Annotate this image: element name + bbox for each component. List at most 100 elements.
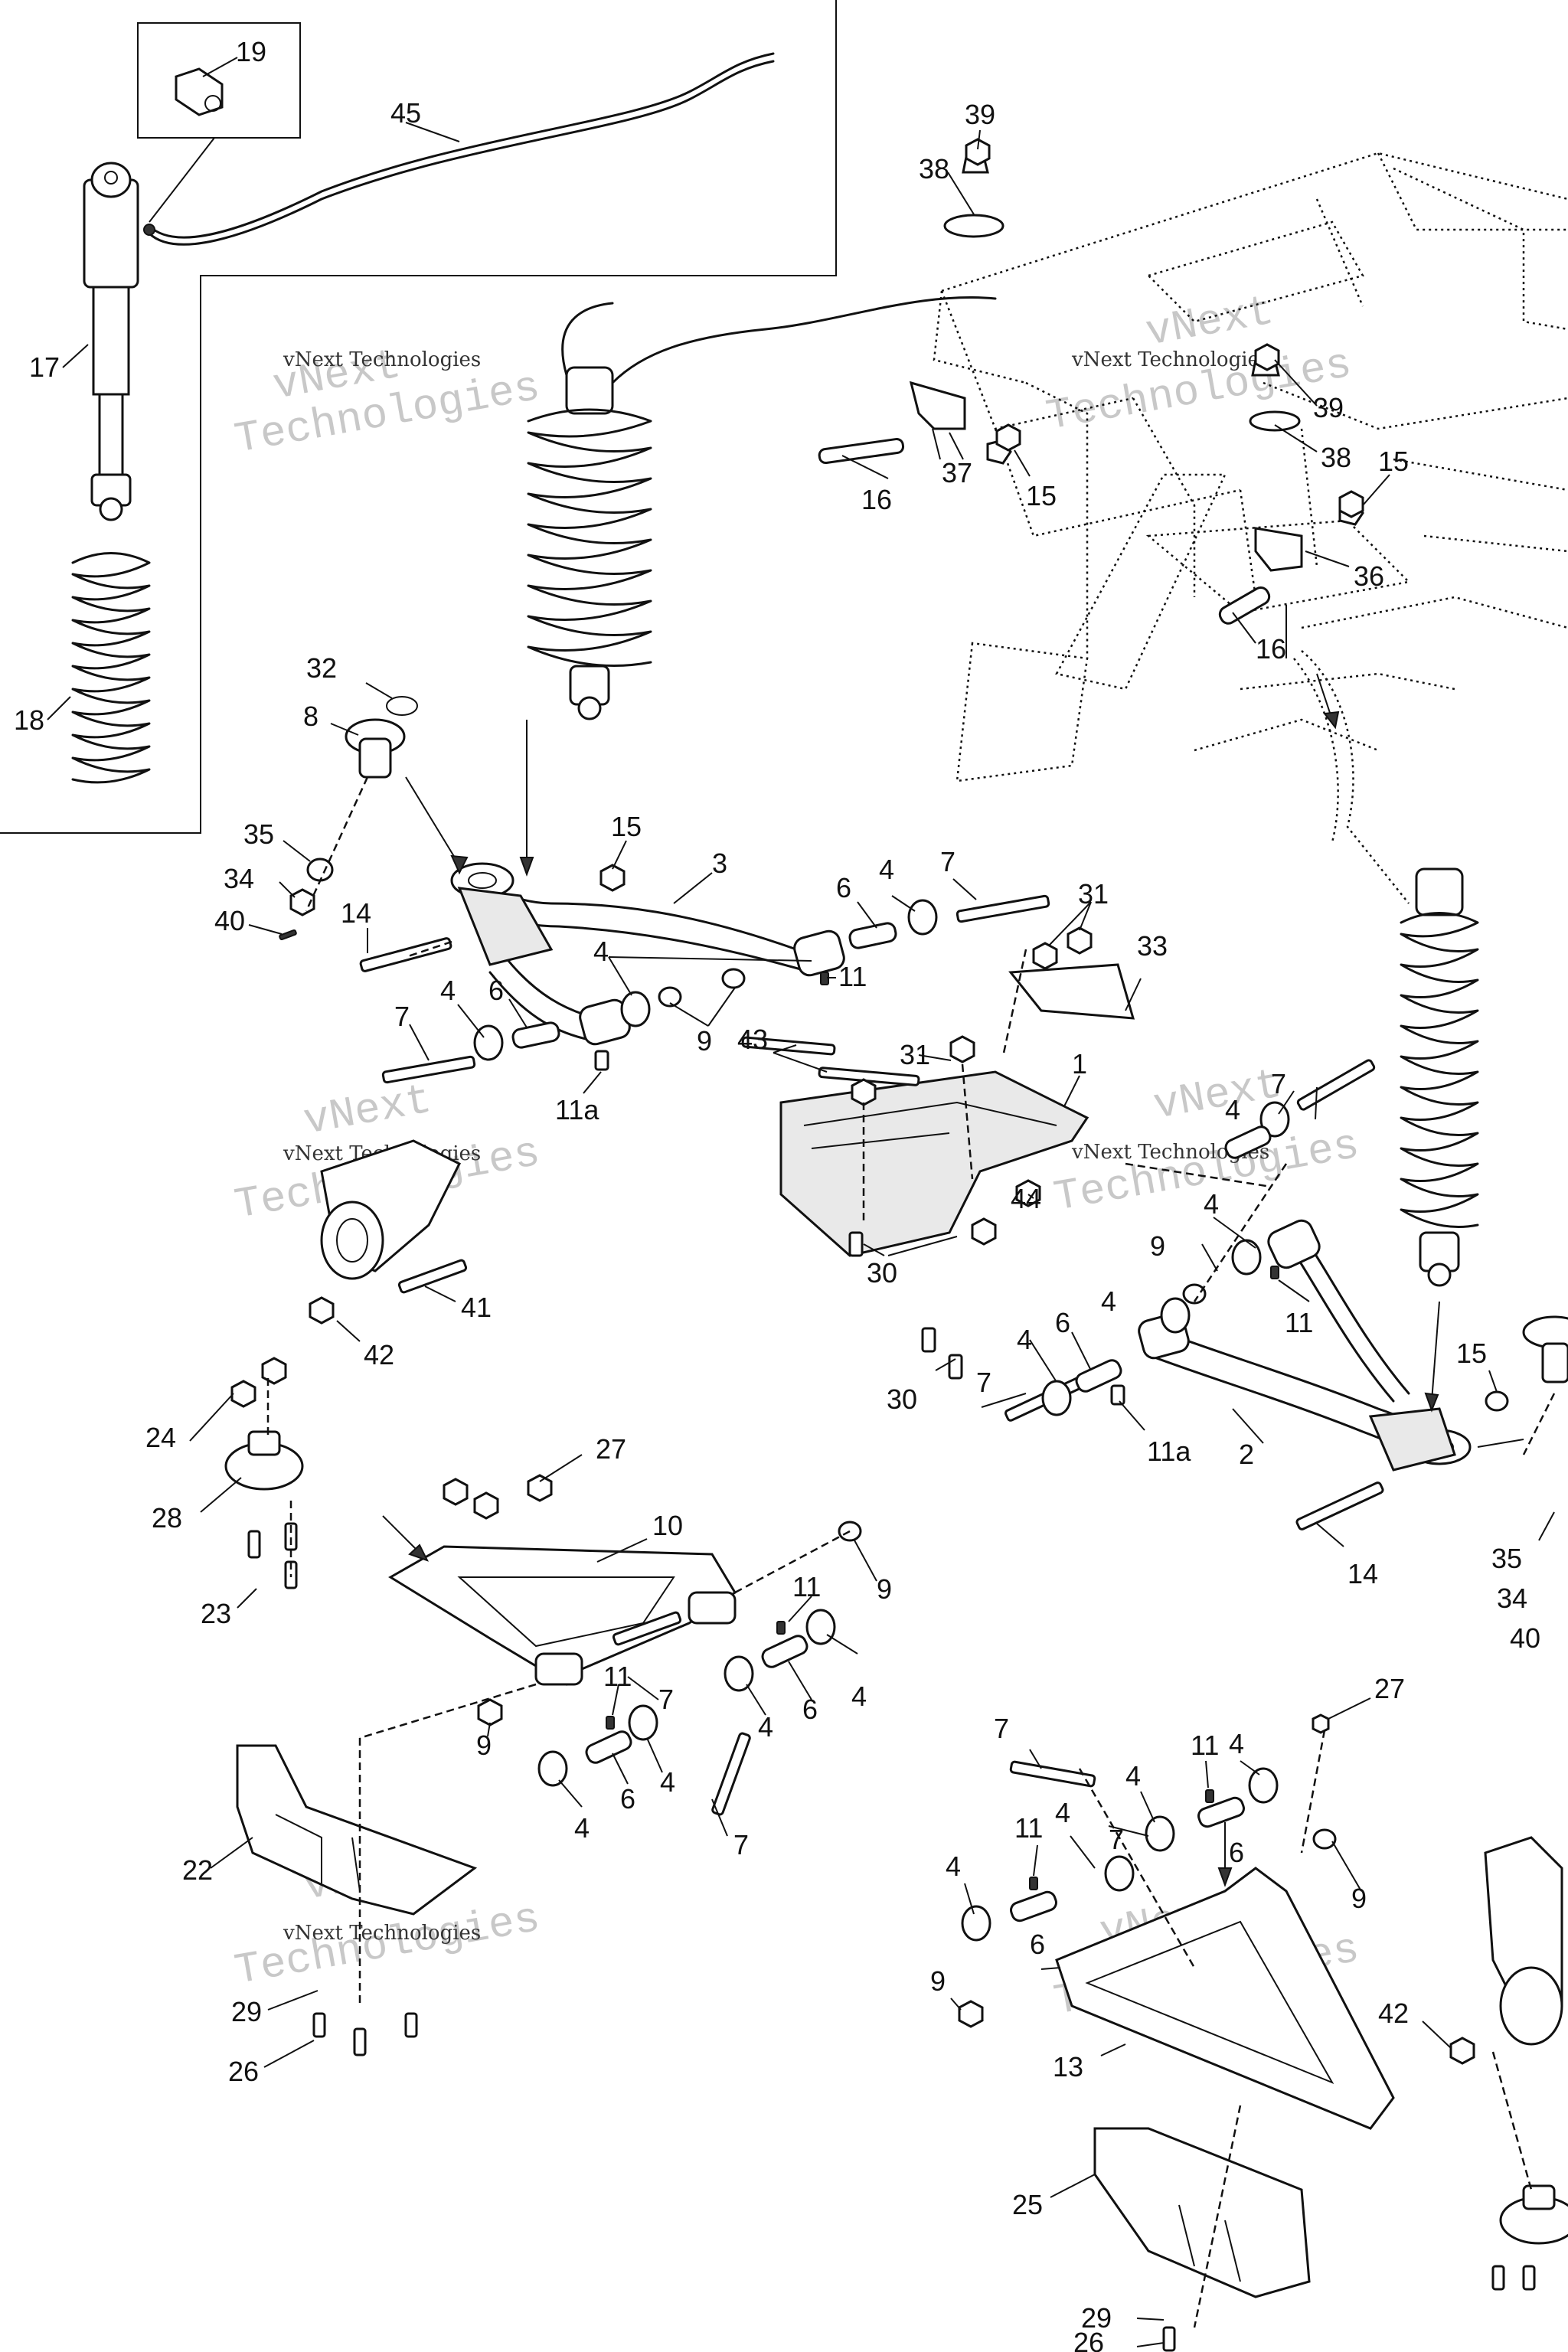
callout-15: 15 (611, 811, 642, 842)
ball-joint-far-right (1522, 1315, 1568, 1383)
callout-16: 16 (861, 484, 892, 515)
callout-42: 42 (1378, 1998, 1409, 2029)
callout-39: 39 (1313, 392, 1344, 423)
callout-17: 17 (29, 351, 60, 383)
callout-7: 7 (733, 1829, 749, 1860)
callout-25: 25 (1012, 2189, 1043, 2220)
callout-24: 24 (145, 1422, 176, 1453)
callout-15: 15 (1456, 1338, 1487, 1369)
callout-7: 7 (994, 1713, 1009, 1744)
callout-26: 26 (1073, 2327, 1104, 2352)
callout-6: 6 (1030, 1929, 1045, 1960)
reservoir-hose-detail (143, 52, 775, 246)
callout-45: 45 (390, 97, 421, 129)
shock-detail-inset (0, 0, 837, 834)
fitting-detail (175, 67, 224, 116)
callout-9: 9 (697, 1025, 712, 1057)
callout-6: 6 (836, 872, 851, 903)
callout-36: 36 (1354, 560, 1384, 592)
callout-22: 22 (182, 1854, 213, 1886)
callout-14: 14 (341, 897, 371, 929)
steering-knuckle-right (1484, 1836, 1563, 2046)
callout-35: 35 (243, 818, 274, 850)
callout-7: 7 (940, 846, 956, 877)
callout-4: 4 (1055, 1797, 1070, 1828)
callout-11: 11 (1285, 1307, 1313, 1338)
front-shock-left (527, 296, 997, 720)
lower-a-arm-left (388, 1545, 737, 1686)
callout-29: 29 (231, 1996, 262, 2027)
callout-2: 2 (1239, 1439, 1254, 1470)
assembly-arrows (382, 428, 1524, 1887)
callout-15: 15 (1378, 446, 1409, 477)
callout-labels: 19 45 17 18 39 38 39 38 16 37 15 15 36 1… (14, 36, 1540, 2352)
watermark-small: vNext Technologies (283, 1922, 481, 1945)
callout-3: 3 (712, 848, 727, 879)
callout-19: 19 (236, 36, 266, 67)
callout-30: 30 (887, 1383, 917, 1415)
front-shock-right (1400, 867, 1479, 1287)
callout-31: 31 (1078, 878, 1109, 910)
callout-7: 7 (1109, 1824, 1124, 1855)
bolts (359, 894, 1384, 1816)
watermark-large: Technologies (231, 1894, 544, 1996)
callout-11: 11 (603, 1661, 632, 1692)
callout-4: 4 (1204, 1188, 1219, 1220)
callout-9: 9 (1351, 1883, 1367, 1914)
callout-9: 9 (1150, 1230, 1165, 1262)
shock-absorber-detail (83, 162, 139, 521)
callout-4: 4 (758, 1711, 773, 1743)
skid-plate-left (236, 1744, 478, 1916)
callout-4: 4 (1101, 1285, 1116, 1317)
ball-joint-right (1499, 2184, 1568, 2245)
center-bracket (779, 963, 1135, 1257)
screws-and-grease-fittings (247, 929, 1536, 2352)
callout-44: 44 (1011, 1183, 1041, 1214)
callout-6: 6 (802, 1694, 818, 1725)
callout-10: 10 (652, 1510, 683, 1541)
callout-27: 27 (596, 1433, 626, 1465)
callout-6: 6 (1229, 1837, 1244, 1868)
callout-38: 38 (919, 153, 949, 185)
callout-4: 4 (1125, 1760, 1141, 1792)
callout-4: 4 (851, 1681, 867, 1712)
skid-plate-right (1093, 2127, 1311, 2298)
callout-4: 4 (660, 1766, 675, 1798)
callout-leaders (47, 57, 1555, 2347)
callout-33: 33 (1137, 930, 1168, 962)
callout-11: 11 (1191, 1730, 1219, 1761)
callout-42: 42 (364, 1339, 394, 1370)
vehicle-frame (933, 152, 1568, 904)
callout-6: 6 (620, 1783, 635, 1815)
callout-6: 6 (1055, 1307, 1070, 1338)
callout-11a: 11a (555, 1094, 599, 1125)
callout-7: 7 (1271, 1068, 1286, 1099)
callout-23: 23 (201, 1598, 231, 1629)
callout-7: 7 (394, 1001, 410, 1032)
callout-40: 40 (214, 905, 245, 936)
callout-11a: 11a (1147, 1436, 1191, 1467)
callout-38: 38 (1321, 442, 1351, 473)
callout-41: 41 (461, 1292, 492, 1323)
callout-35: 35 (1491, 1543, 1522, 1574)
callout-28: 28 (152, 1502, 182, 1534)
callout-27: 27 (1374, 1673, 1405, 1704)
assembly-lines (266, 776, 1556, 2328)
callout-18: 18 (14, 704, 44, 736)
ball-joint-left (224, 1430, 304, 1491)
callout-30: 30 (867, 1257, 897, 1289)
ball-joint-cap (345, 696, 418, 779)
callout-34: 34 (1497, 1583, 1527, 1614)
callout-7: 7 (658, 1684, 674, 1715)
callout-4: 4 (574, 1812, 590, 1844)
callout-9: 9 (476, 1730, 492, 1761)
callout-4: 4 (879, 854, 894, 885)
callout-7: 7 (976, 1367, 991, 1398)
callout-34: 34 (224, 863, 254, 894)
callout-4: 4 (1017, 1324, 1032, 1355)
callout-11: 11 (792, 1571, 821, 1602)
callout-4: 4 (1225, 1094, 1240, 1125)
callout-9: 9 (877, 1573, 892, 1605)
steering-knuckle-left (320, 1139, 462, 1280)
